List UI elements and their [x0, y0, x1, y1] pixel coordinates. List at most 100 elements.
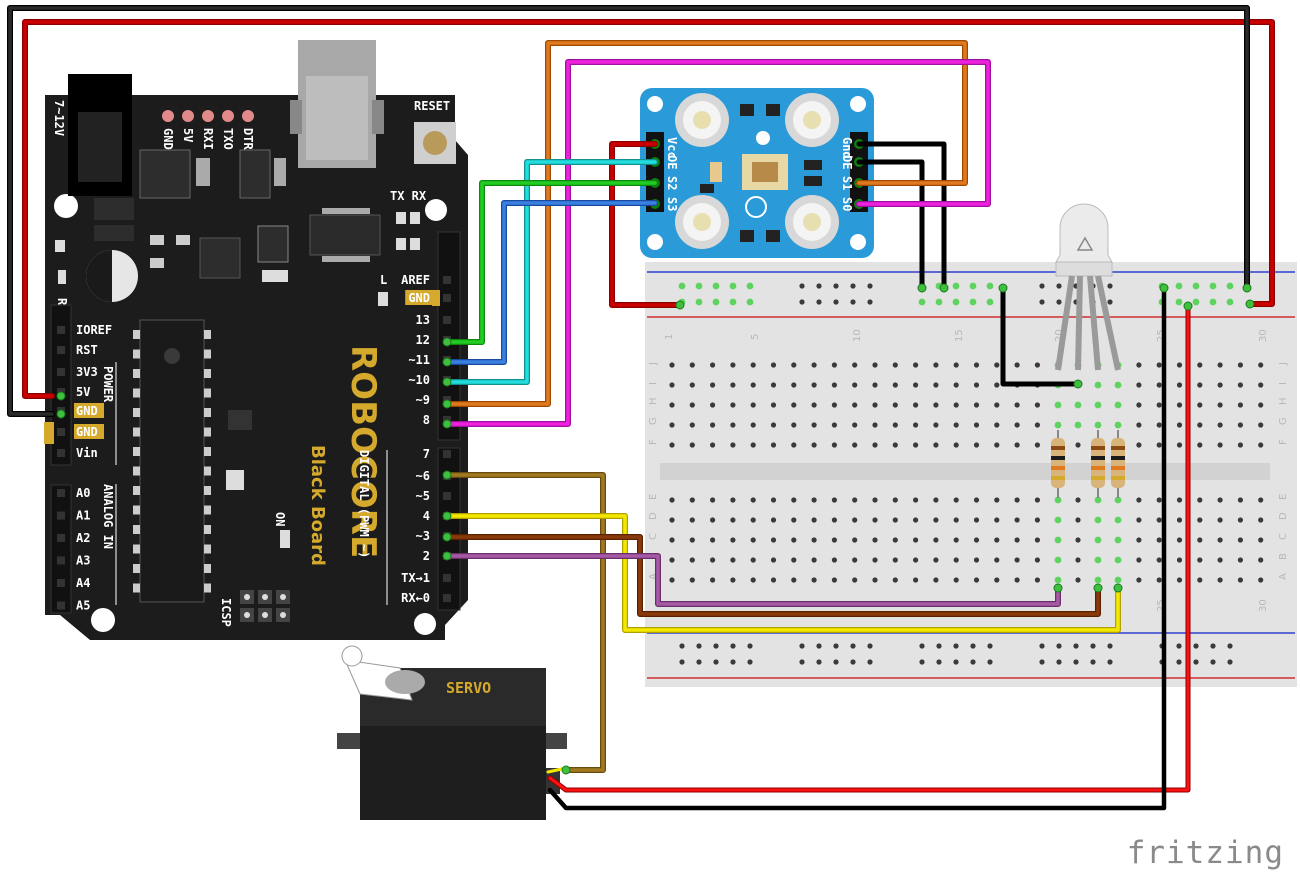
- header-pin[interactable]: [443, 594, 451, 602]
- wire-endpoint[interactable]: [998, 283, 1008, 293]
- header-pin[interactable]: [57, 489, 65, 497]
- breadboard-hole: [1258, 442, 1264, 448]
- rail-hole: [987, 659, 993, 665]
- wire-endpoint[interactable]: [442, 532, 452, 542]
- breadboard-hole: [852, 382, 858, 388]
- wire-endpoint[interactable]: [1245, 299, 1255, 309]
- rail-hole: [1073, 643, 1079, 649]
- header-pin[interactable]: [57, 579, 65, 587]
- wire-endpoint[interactable]: [1159, 283, 1169, 293]
- breadboard-hole: [1136, 422, 1142, 428]
- header-pin[interactable]: [57, 346, 65, 354]
- header-pin[interactable]: [57, 511, 65, 520]
- wire-endpoint[interactable]: [917, 283, 927, 293]
- header-pin[interactable]: [57, 368, 65, 376]
- header-led-label: DTR: [241, 128, 255, 150]
- row-letter: A: [1278, 573, 1289, 580]
- wire-endpoint[interactable]: [1053, 583, 1063, 593]
- breadboard-hole: [973, 517, 980, 523]
- header-pin[interactable]: [57, 534, 65, 542]
- breadboard-hole: [1237, 537, 1243, 543]
- col-number-15: 15: [954, 329, 965, 342]
- wire-endpoint[interactable]: [561, 765, 571, 775]
- rail-hole: [679, 659, 685, 665]
- rail-hole: [696, 643, 702, 649]
- wire-endpoint[interactable]: [939, 283, 949, 293]
- breadboard-hole: [872, 402, 878, 408]
- breadboard-hole: [1197, 517, 1203, 523]
- breadboard-hole: [770, 517, 777, 523]
- wire-endpoint[interactable]: [56, 409, 66, 419]
- breadboard-hole: [953, 382, 959, 388]
- breadboard-hole: [994, 517, 1000, 523]
- header-pin[interactable]: [443, 276, 451, 284]
- wire-endpoint[interactable]: [442, 377, 452, 387]
- wire-endpoint[interactable]: [442, 419, 452, 429]
- breadboard-hole: [831, 442, 838, 448]
- breadboard-hole: [811, 382, 817, 388]
- wire-servo-gnd[interactable]: [547, 285, 1167, 811]
- wire-endpoint[interactable]: [1242, 283, 1252, 293]
- breadboard-hole: [1258, 362, 1264, 368]
- breadboard-hole: [791, 402, 797, 408]
- wire-endpoint[interactable]: [442, 470, 452, 480]
- rail-hole: [833, 299, 839, 305]
- breadboard-hole: [1156, 402, 1162, 408]
- wire-endpoint[interactable]: [442, 511, 452, 521]
- breadboard-hole: [1034, 537, 1040, 543]
- wire-led-gnd[interactable]: [1000, 285, 1081, 387]
- breadboard-hole: [750, 537, 756, 543]
- wire-endpoint[interactable]: [442, 551, 452, 561]
- breadboard-hole: [831, 362, 838, 368]
- rail-hole: [816, 299, 822, 305]
- wire-endpoint[interactable]: [1073, 379, 1083, 389]
- header-pin[interactable]: [57, 556, 65, 565]
- breadboard-hole: [710, 577, 716, 583]
- breadboard-hole: [730, 517, 736, 523]
- wire-endpoint[interactable]: [675, 300, 685, 310]
- header-pin[interactable]: [57, 601, 65, 610]
- wire-endpoint[interactable]: [56, 391, 66, 401]
- breadboard-hole: [770, 497, 777, 503]
- breadboard-hole: [1176, 442, 1183, 448]
- breadboard-hole: [1136, 402, 1142, 408]
- rail-hole: [799, 659, 805, 665]
- mounting-hole: [425, 199, 447, 221]
- wire-sensor-oe[interactable]: [856, 159, 925, 291]
- header-pin[interactable]: [443, 450, 451, 458]
- rail-hole: [1176, 643, 1182, 649]
- breadboard-hole: [892, 557, 898, 563]
- rail-hole: [970, 659, 976, 665]
- wire-endpoint[interactable]: [1183, 301, 1193, 311]
- breadboard-hole: [689, 517, 695, 523]
- header-pin[interactable]: [443, 294, 451, 302]
- breadboard-hole: [852, 402, 858, 408]
- wire-endpoint[interactable]: [442, 399, 452, 409]
- breadboard-hole: [831, 382, 838, 388]
- rail-hole: [850, 643, 856, 649]
- breadboard-hole: [1075, 497, 1081, 503]
- wire-endpoint[interactable]: [442, 337, 452, 347]
- breadboard-hole: [913, 497, 919, 503]
- digital-pin-label: ~3: [416, 529, 430, 543]
- header-pin[interactable]: [57, 428, 65, 436]
- row-letter: B: [1278, 553, 1289, 560]
- header-pin[interactable]: [443, 316, 451, 324]
- wire-endpoint[interactable]: [1093, 583, 1103, 593]
- breadboard-hole: [1156, 557, 1162, 563]
- header-pin[interactable]: [443, 492, 451, 500]
- digital-pin-label: ~6: [416, 469, 430, 483]
- header-pin[interactable]: [57, 449, 65, 457]
- header-pin[interactable]: [57, 326, 65, 334]
- breadboard-hole: [791, 422, 797, 428]
- row-letter: I: [648, 382, 659, 385]
- wire-endpoint[interactable]: [442, 357, 452, 367]
- wire-endpoint[interactable]: [1113, 583, 1123, 593]
- breadboard-hole: [730, 382, 736, 388]
- header-led-label: GND: [161, 128, 175, 150]
- row-letter: G: [648, 417, 659, 425]
- breadboard-hole: [1136, 577, 1142, 583]
- wire-sensor-gnd[interactable]: [856, 141, 947, 291]
- header-pin[interactable]: [443, 574, 451, 582]
- rail-hole: [936, 659, 942, 665]
